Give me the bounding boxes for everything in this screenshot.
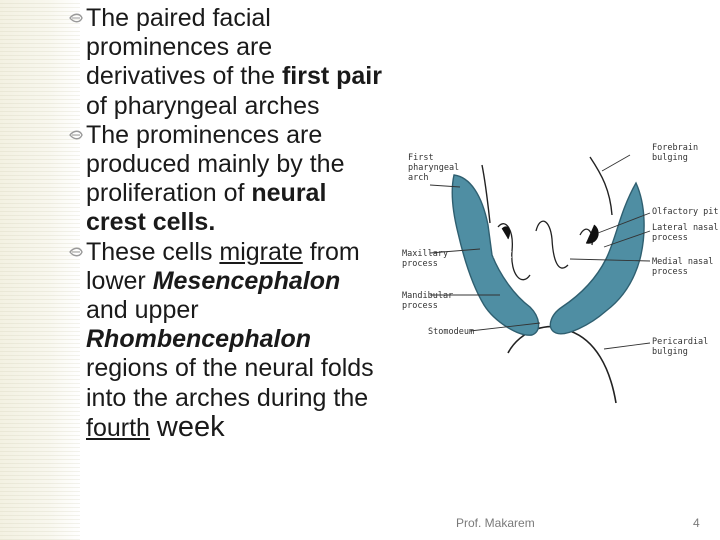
label-maxillary: Maxillary process (402, 249, 449, 269)
footer-author: Prof. Makarem (456, 516, 535, 530)
olfactory-pit (585, 224, 599, 244)
bullet-text-segment: Mesencephalon (152, 266, 341, 295)
bullet-text-segment: and upper (86, 296, 199, 325)
forebrain-outline (589, 156, 613, 216)
label-stomodeum: Stomodeum (428, 327, 475, 337)
leader-olfactory (597, 212, 651, 234)
bullet-text-segment: neural crest cells. (86, 179, 327, 237)
leader-first-arch (429, 184, 461, 188)
bullet-text-segment: of pharyngeal arches (86, 91, 320, 120)
right-pharyngeal-arch (549, 181, 645, 335)
arch-number-label: 1st (493, 246, 512, 261)
bullet-item: These cells migrate from lower Mesenceph… (66, 238, 386, 443)
bullet-icon (68, 127, 84, 143)
page-number: 4 (693, 516, 700, 530)
olfactory-pit-left (501, 226, 511, 240)
label-pericardial: Pericardial bulging (652, 337, 709, 357)
label-medial-nasal: Medial nasal process (652, 257, 714, 277)
label-lateral-nasal: Lateral nasal process (652, 223, 719, 243)
nasal-process-center (535, 220, 569, 269)
bullet-icon (68, 244, 84, 260)
bullet-text-segment: Rhombencephalon (86, 325, 312, 354)
left-decorative-strip (0, 0, 80, 540)
leader-forebrain (601, 154, 631, 172)
label-first-arch: First pharyngeal arch (408, 153, 460, 183)
bullet-item: The prominences are produced mainly by t… (66, 121, 386, 238)
bullet-text-segment: week (156, 410, 225, 443)
bullet-list: The paired facial prominences are deriva… (66, 4, 386, 443)
bullet-icon (68, 10, 84, 26)
bullet-text-segment (150, 414, 157, 442)
leader-lateral-nasal (603, 230, 651, 248)
label-mandibular: Mandibular process (402, 291, 454, 311)
leader-stomodeum (469, 322, 541, 332)
forebrain-outline-left (481, 164, 491, 224)
embryo-face-figure: 1st First pharyngeal arch Maxillary proc… (390, 135, 720, 410)
label-olfactory-pit: Olfactory pit (652, 207, 719, 217)
embryo-face-diagram: 1st (429, 154, 651, 404)
bullet-text-segment: from lower (86, 237, 360, 295)
bullet-item: The paired facial prominences are deriva… (66, 4, 386, 121)
bullet-text-segment: The prominences are produced mainly by t… (86, 120, 345, 208)
leader-pericardial (603, 342, 651, 350)
leader-maxillary (429, 248, 481, 254)
bullet-text-segment: The paired facial prominences are deriva… (86, 4, 282, 91)
leader-medial-nasal (569, 258, 651, 262)
bullet-text-segment: migrate (219, 237, 303, 266)
bullet-text-segment: fourth (86, 413, 150, 442)
bullet-text-segment: regions of the neural folds into the arc… (86, 354, 374, 412)
label-forebrain: Forebrain bulging (652, 143, 699, 163)
left-pharyngeal-arch (451, 174, 540, 336)
pericardial-bulging-outline (507, 325, 617, 404)
strip-texture (0, 0, 80, 540)
bullet-text-segment: These cells (86, 237, 220, 266)
bullet-text-segment: first pair (281, 62, 382, 91)
nasal-process-left (497, 223, 531, 281)
